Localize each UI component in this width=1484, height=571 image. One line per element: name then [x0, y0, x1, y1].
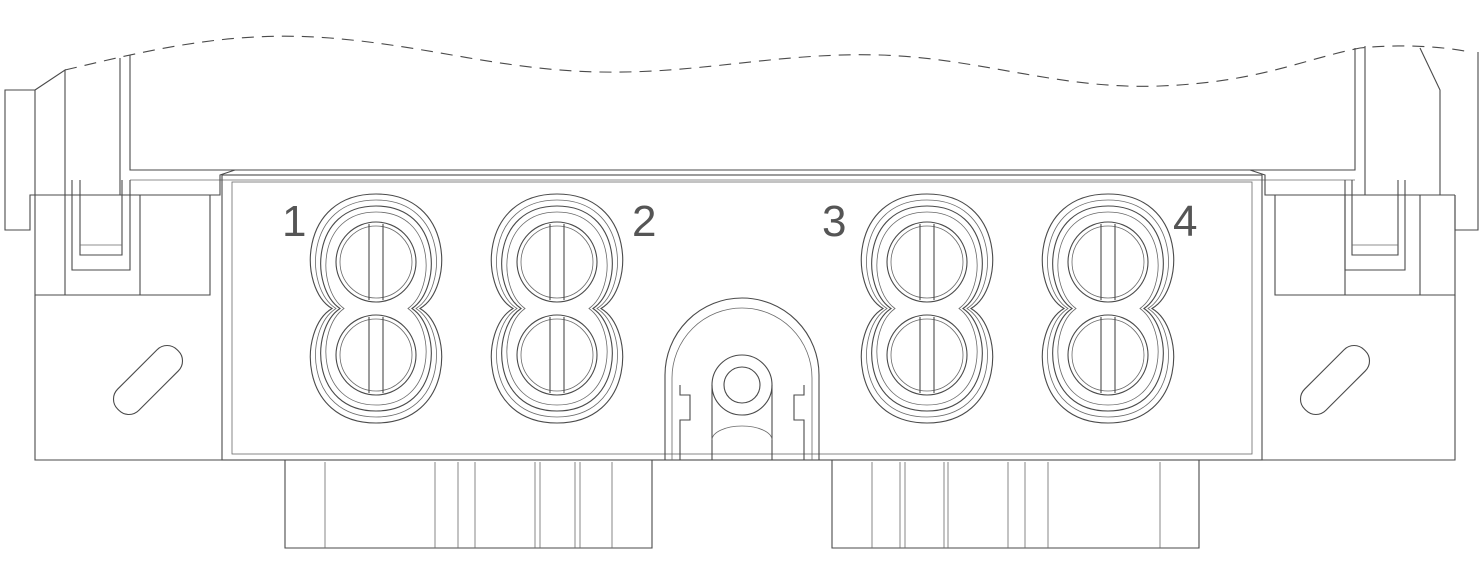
right-latch	[1249, 169, 1456, 461]
port-insert-rim	[506, 211, 608, 406]
contact-hole-2	[1067, 314, 1149, 396]
port-inner-seal	[501, 205, 613, 412]
contact-hole-2	[886, 314, 968, 396]
port-inner-seal	[320, 205, 432, 412]
port-insert-rim	[1057, 211, 1159, 406]
contact-hole-1	[886, 221, 968, 303]
port-2	[490, 193, 624, 424]
port-3	[860, 193, 994, 424]
port-outer-seal	[1041, 193, 1175, 424]
port-insert-rim	[876, 211, 978, 406]
right-mounting-hole	[1299, 344, 1371, 416]
left-bottom-skirt	[284, 460, 653, 549]
right-bottom-skirt	[831, 460, 1200, 549]
ports-layer	[309, 193, 1175, 424]
contact-hole-1	[516, 221, 598, 303]
port-label-4: 4	[1173, 197, 1197, 246]
port-label-2: 2	[632, 197, 656, 246]
contact-hole-2	[516, 314, 598, 396]
face-panel	[221, 174, 1263, 461]
port-inner-seal	[871, 205, 983, 412]
break-line	[64, 35, 1471, 87]
port-1	[309, 193, 443, 424]
port-label-3: 3	[822, 197, 846, 246]
port-seal-ring	[1047, 199, 1169, 418]
port-outer-seal	[309, 193, 443, 424]
housing-cover	[4, 35, 1479, 231]
port-insert-rim	[325, 211, 427, 406]
port-seal-ring	[315, 199, 437, 418]
port-seal-ring	[496, 199, 618, 418]
contact-hole-1	[335, 221, 417, 303]
left-mounting-hole	[112, 344, 184, 416]
port-outer-seal	[490, 193, 624, 424]
port-4	[1041, 193, 1175, 424]
port-seal-ring	[866, 199, 988, 418]
center-screw-boss	[664, 297, 820, 460]
contact-hole-1	[1067, 221, 1149, 303]
port-label-1: 1	[282, 197, 306, 246]
screw-boss-outer	[711, 354, 773, 416]
port-inner-seal	[1052, 205, 1164, 412]
port-outer-seal	[860, 193, 994, 424]
contact-hole-2	[335, 314, 417, 396]
left-latch	[30, 169, 236, 461]
screw-hole	[723, 366, 761, 404]
